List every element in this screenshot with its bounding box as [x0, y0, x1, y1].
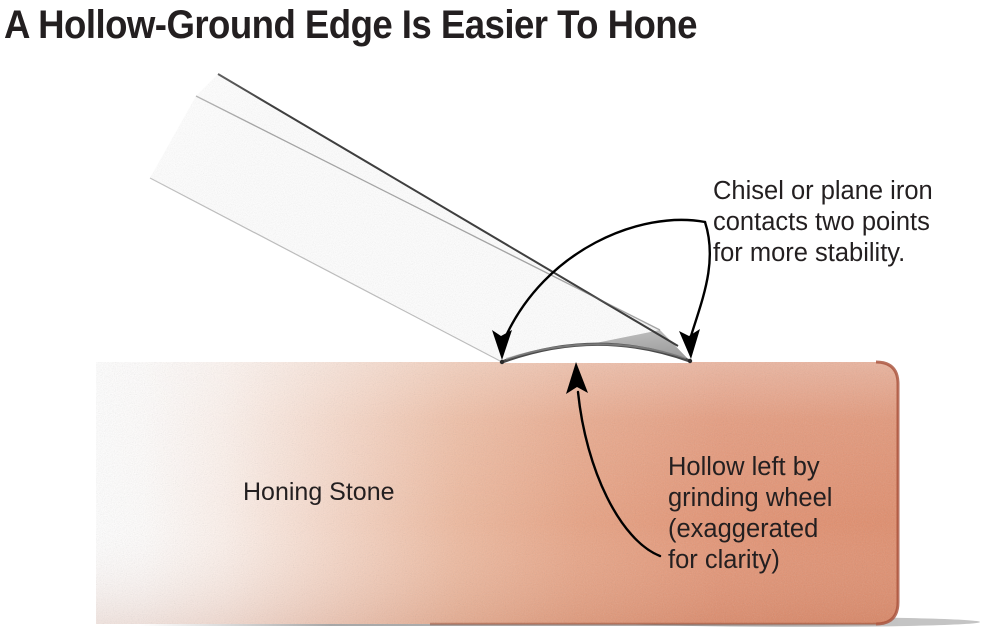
stone-grain-texture	[96, 362, 898, 624]
arrowheads-contact	[492, 329, 700, 360]
contact-point-right	[687, 358, 693, 364]
contact-point-left	[499, 359, 505, 365]
chisel-blade	[149, 73, 690, 363]
arrowhead-left	[492, 330, 512, 360]
leader-line-left	[503, 218, 707, 340]
annotation-hollow-ground: Hollow left by grinding wheel (exaggerat…	[668, 453, 833, 574]
annotation-chisel-contact: Chisel or plane iron contacts two points…	[713, 177, 933, 267]
arrowhead-hollow	[566, 362, 588, 394]
page-title: A Hollow-Ground Edge Is Easier To Hone	[4, 3, 697, 47]
leader-line-hollow	[576, 390, 662, 558]
honing-stone-label: Honing Stone	[243, 478, 395, 506]
contact-point-leader-arrows	[503, 218, 712, 340]
leader-line-right	[689, 220, 712, 338]
hollow-leader-arrow	[566, 362, 662, 558]
arrowhead-right	[679, 329, 700, 359]
honing-stone	[96, 358, 900, 626]
hollow-ground-bevel	[499, 342, 693, 365]
